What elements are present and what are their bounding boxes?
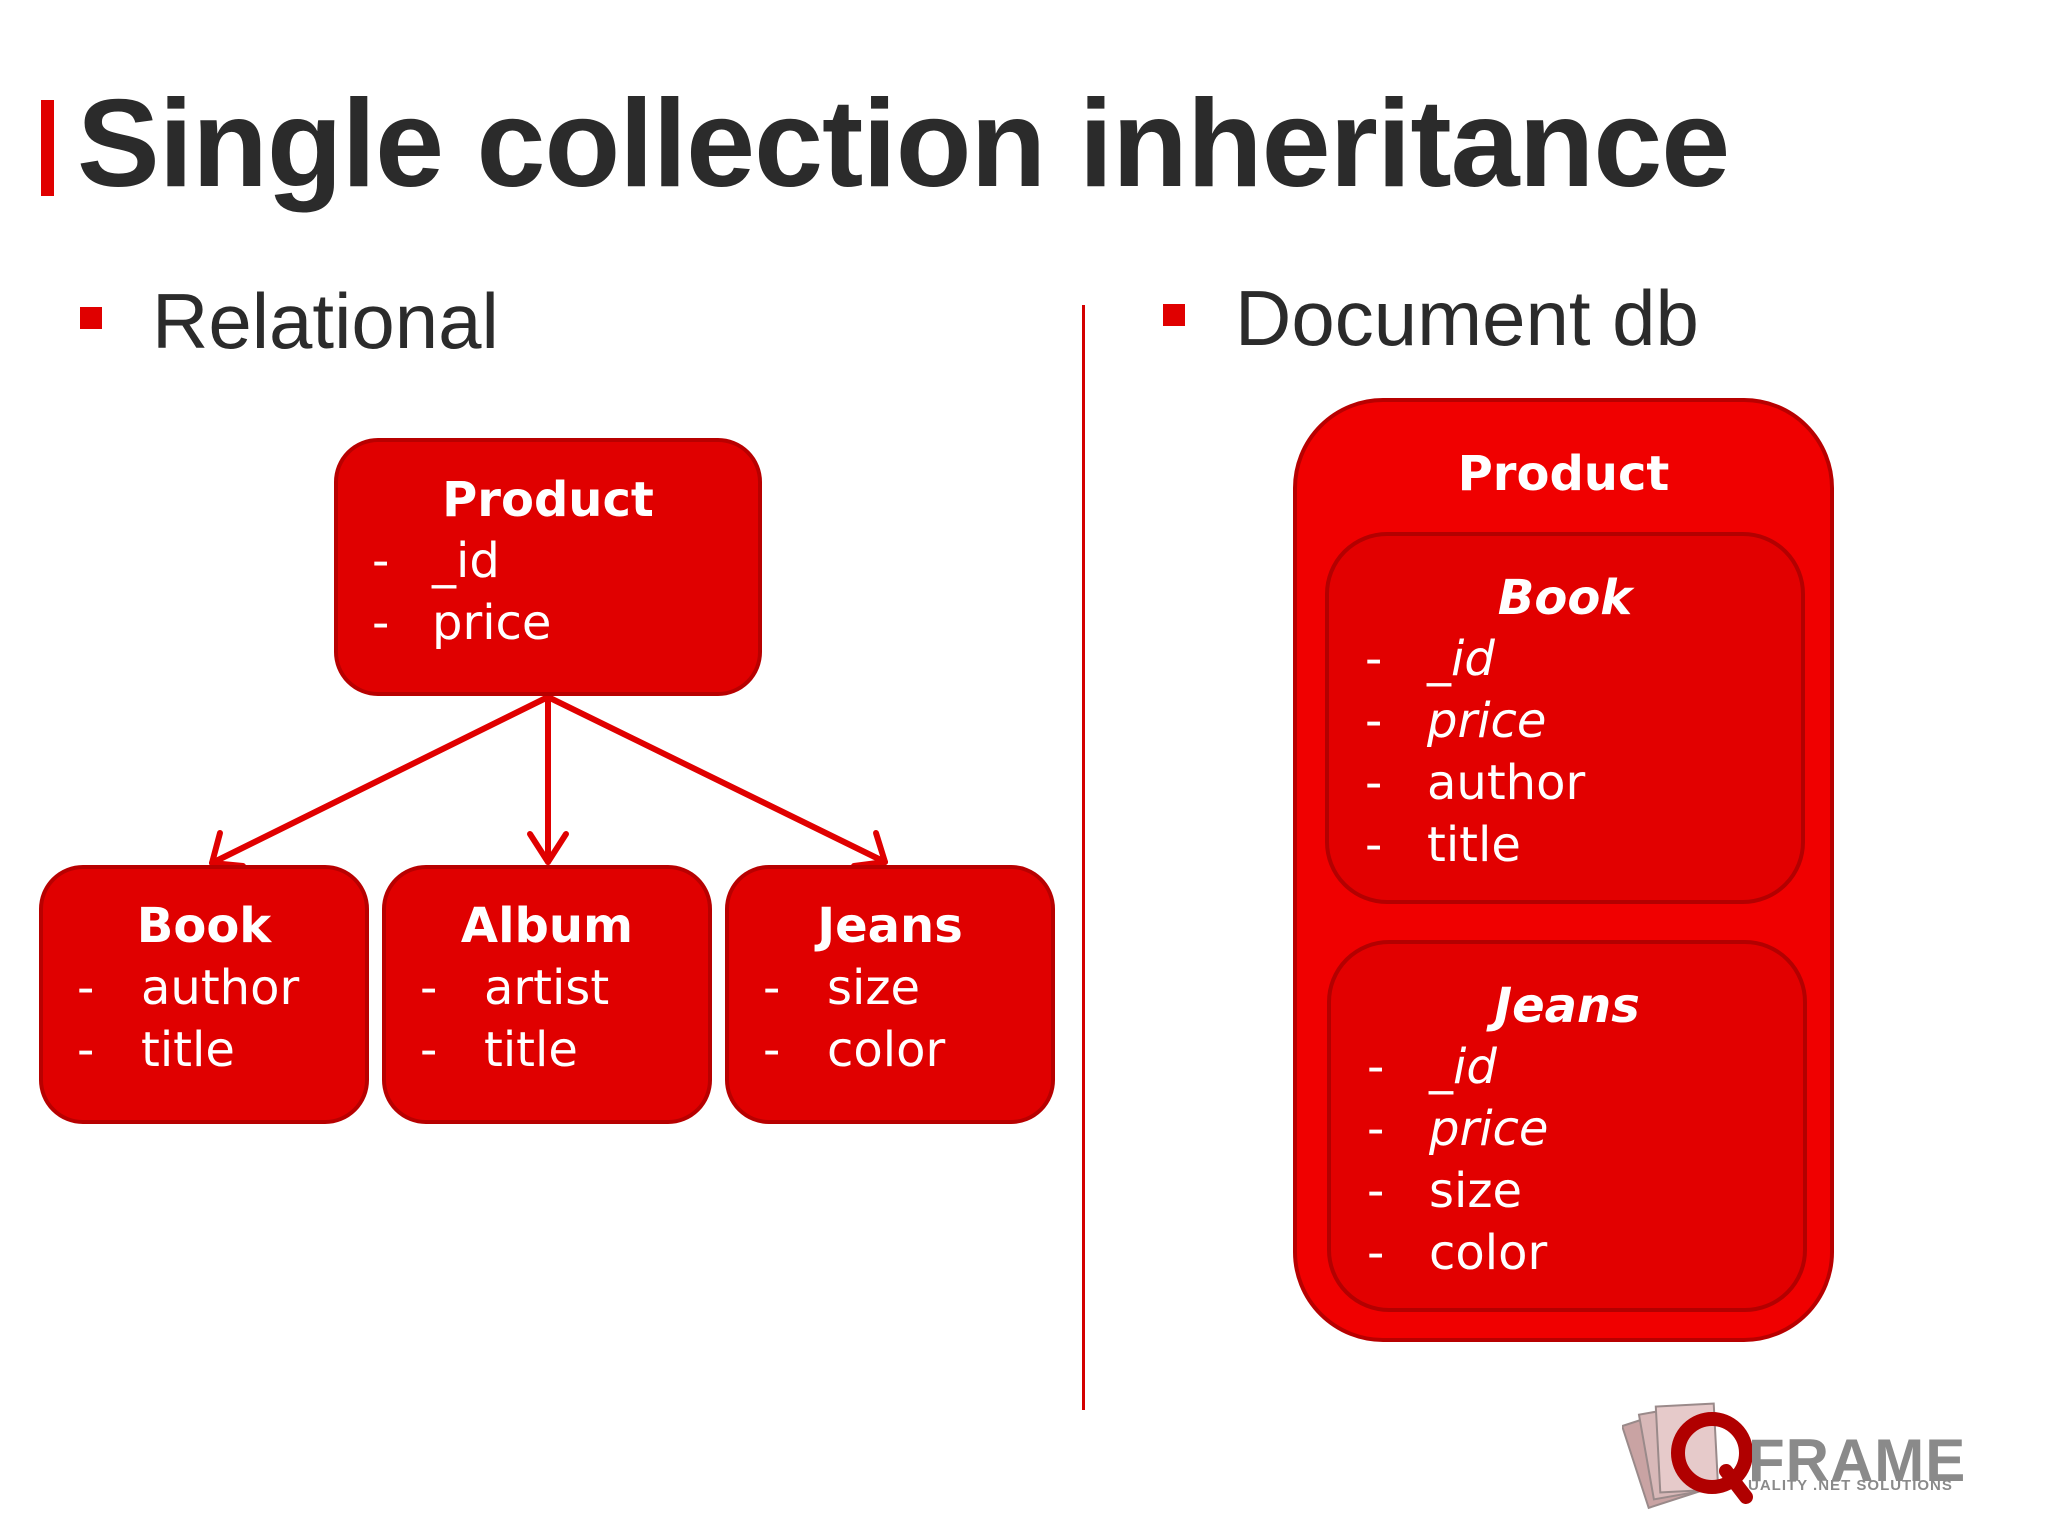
arrowhead-jeans xyxy=(851,830,888,869)
field-title: - title xyxy=(420,1022,578,1078)
field-artist: - artist xyxy=(420,960,610,1016)
document-book-title: Book xyxy=(1497,570,1633,626)
arrow-to-book xyxy=(209,694,551,866)
field-price: - price xyxy=(372,595,552,651)
logo-wordmark: FRAME xyxy=(1748,1427,1967,1494)
field-id: - _id xyxy=(1365,631,1495,687)
relational-product-title: Product xyxy=(442,472,654,528)
relational-jeans-title: Jeans xyxy=(817,898,963,954)
document-book-box: Book - _id - price - author - title xyxy=(1325,532,1805,904)
document-product-collection: Product Book - _id - price - author - ti… xyxy=(1293,398,1834,1342)
field-price: - price xyxy=(1367,1101,1549,1157)
field-id: - _id xyxy=(372,533,500,589)
relational-album-title: Album xyxy=(460,898,634,954)
field-author: - author xyxy=(77,960,300,1016)
heading-relational: Relational xyxy=(152,277,499,365)
field-size: - size xyxy=(1367,1163,1523,1219)
heading-document-db: Document db xyxy=(1235,274,1699,362)
qframe-logo-icon xyxy=(1622,1402,1753,1510)
relational-book-title: Book xyxy=(136,898,272,954)
bullet-document-db xyxy=(1163,304,1185,326)
title-accent-bar xyxy=(41,100,54,196)
relational-jeans-box: Jeans - size - color xyxy=(725,865,1055,1124)
field-price: - price xyxy=(1365,693,1547,749)
field-id: - _id xyxy=(1367,1039,1497,1095)
relational-product-box: Product - _id - price xyxy=(334,438,762,696)
slide-title: Single collection inheritance xyxy=(77,75,1730,213)
field-color: - color xyxy=(763,1022,946,1078)
field-author: - author xyxy=(1365,755,1586,811)
field-color: - color xyxy=(1367,1225,1548,1281)
bullet-relational xyxy=(80,307,102,329)
arrow-to-jeans xyxy=(545,694,888,865)
logo-tagline: UALITY .NET SOLUTIONS xyxy=(1748,1477,1953,1494)
relational-book-box: Book - author - title xyxy=(39,865,369,1124)
field-size: - size xyxy=(763,960,921,1016)
column-divider xyxy=(1082,305,1085,1410)
document-product-title: Product xyxy=(1457,446,1670,502)
field-title: - title xyxy=(1365,817,1521,873)
document-jeans-box: Jeans - _id - price - size - color xyxy=(1327,940,1807,1312)
relational-album-box: Album - artist - title xyxy=(382,865,712,1124)
field-title: - title xyxy=(77,1022,235,1078)
arrowhead-album xyxy=(527,831,569,865)
document-jeans-title: Jeans xyxy=(1494,978,1640,1034)
